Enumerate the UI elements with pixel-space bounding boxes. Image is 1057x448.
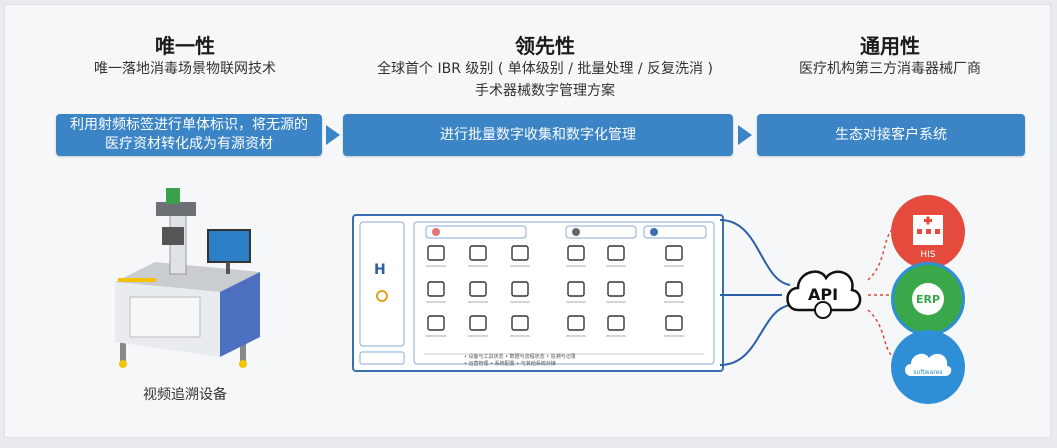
svg-text:H: H xyxy=(374,262,386,278)
step-single-tagging: 利用射频标签进行单体标识，将无源的医疗资材转化成为有源资材 xyxy=(56,114,322,156)
software-feature-icon xyxy=(567,245,585,261)
cloud-label: softwares xyxy=(914,369,943,376)
col-sub-leading-2: 手术器械数字管理方案 xyxy=(475,83,615,99)
software-feature-icon xyxy=(607,315,625,331)
software-screenshot: H • 设备与工具状态 • 数据与流程状态 • 追溯与记录 • 运营管理 • 系… xyxy=(352,214,724,372)
svg-text:• 设备与工具状态 • 数据与流程状态 • 追溯与记录: • 设备与工具状态 • 数据与流程状态 • 追溯与记录 xyxy=(464,353,576,360)
col-title-general: 通用性 xyxy=(860,34,920,58)
api-cloud-icon: API xyxy=(786,270,862,319)
cloud-icon: softwares xyxy=(905,353,952,376)
step-ecosystem-integration: 生态对接客户系统 xyxy=(757,114,1025,156)
erp-badge: ERP xyxy=(891,262,965,336)
software-feature-icon xyxy=(427,245,445,261)
software-feature-icon xyxy=(665,281,683,297)
software-feature-icon xyxy=(665,245,683,261)
software-ui-illustration: H • 设备与工具状态 • 数据与流程状态 • 追溯与记录 • 运营管理 • 系… xyxy=(359,221,715,367)
his-badge: HIS xyxy=(891,195,965,269)
software-feature-icon xyxy=(567,281,585,297)
arrow-right-icon xyxy=(326,125,340,145)
laser-device-illustration xyxy=(115,188,260,368)
software-feature-icon xyxy=(469,315,487,331)
erp-icon: ERP xyxy=(912,283,944,315)
col-title-uniqueness: 唯一性 xyxy=(155,34,215,58)
arrow-right-icon xyxy=(738,125,752,145)
col-sub-leading: 全球首个 IBR 级别 ( 单体级别 / 批量处理 / 反复洗消 ) xyxy=(377,61,713,77)
erp-label: ERP xyxy=(916,293,940,306)
device-caption: 视频追溯设备 xyxy=(143,387,227,403)
software-feature-icon xyxy=(511,281,529,297)
software-feature-icon xyxy=(469,281,487,297)
software-feature-icon xyxy=(511,245,529,261)
software-feature-icon xyxy=(567,315,585,331)
col-sub-general: 医疗机构第三方消毒器械厂商 xyxy=(799,61,981,77)
software-feature-icon xyxy=(665,315,683,331)
hospital-icon: HIS xyxy=(913,215,943,260)
software-feature-icon xyxy=(607,245,625,261)
col-title-leading: 领先性 xyxy=(515,34,575,58)
svg-text:• 运营管理 • 系统配置 • 与其他系统对接: • 运营管理 • 系统配置 • 与其他系统对接 xyxy=(464,360,556,367)
software-feature-icon xyxy=(469,245,487,261)
software-feature-icon xyxy=(607,281,625,297)
software-feature-icon xyxy=(511,315,529,331)
col-sub-uniqueness: 唯一落地消毒场景物联网技术 xyxy=(94,61,276,77)
his-label: HIS xyxy=(920,250,935,260)
api-label: API xyxy=(808,285,838,304)
step-batch-digitization: 进行批量数字收集和数字化管理 xyxy=(343,114,733,156)
cloud-badge: softwares xyxy=(891,330,965,404)
software-feature-icon xyxy=(427,281,445,297)
software-feature-icon xyxy=(427,315,445,331)
